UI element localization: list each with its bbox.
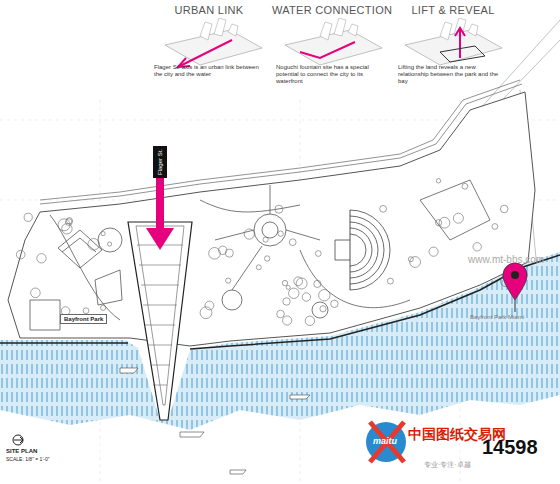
panel-title: WATER CONNECTION bbox=[272, 4, 390, 16]
watermark-logo: maitu bbox=[373, 436, 397, 446]
panel-title: URBAN LINK bbox=[150, 4, 268, 16]
street-sign: Flager St. bbox=[153, 146, 167, 178]
panel-title: LIFT & REVEAL bbox=[394, 4, 512, 16]
panel-caption: Noguchi fountain site has a special pote… bbox=[276, 64, 384, 85]
watermark-number: 14598 bbox=[482, 436, 538, 459]
plan-title: SITE PLAN bbox=[6, 448, 37, 454]
panel-caption: Flager St. axis is an urban link between… bbox=[154, 64, 262, 78]
place-label: Bayfront Park bbox=[60, 314, 107, 324]
park-name: Bayfront Park bbox=[64, 316, 103, 322]
watermark-slogan: 专业·专注·卓越 bbox=[424, 460, 471, 470]
pin-caption: Bayfront Park Miami bbox=[470, 314, 524, 320]
watermark-url: www.mt-bbs.com bbox=[468, 254, 544, 265]
concept-panel: URBAN LINK Flager St. axis is an urban li… bbox=[150, 4, 268, 90]
concept-panel: LIFT & REVEAL Lifting the land reveals a … bbox=[394, 4, 512, 90]
street-name: Flager St. bbox=[157, 149, 163, 175]
scale-note: SCALE: 1/8" = 1'-0" bbox=[6, 456, 50, 462]
panel-caption: Lifting the land reveals a new relations… bbox=[398, 64, 506, 85]
concept-panel: WATER CONNECTION Noguchi fountain site ha… bbox=[272, 4, 390, 90]
